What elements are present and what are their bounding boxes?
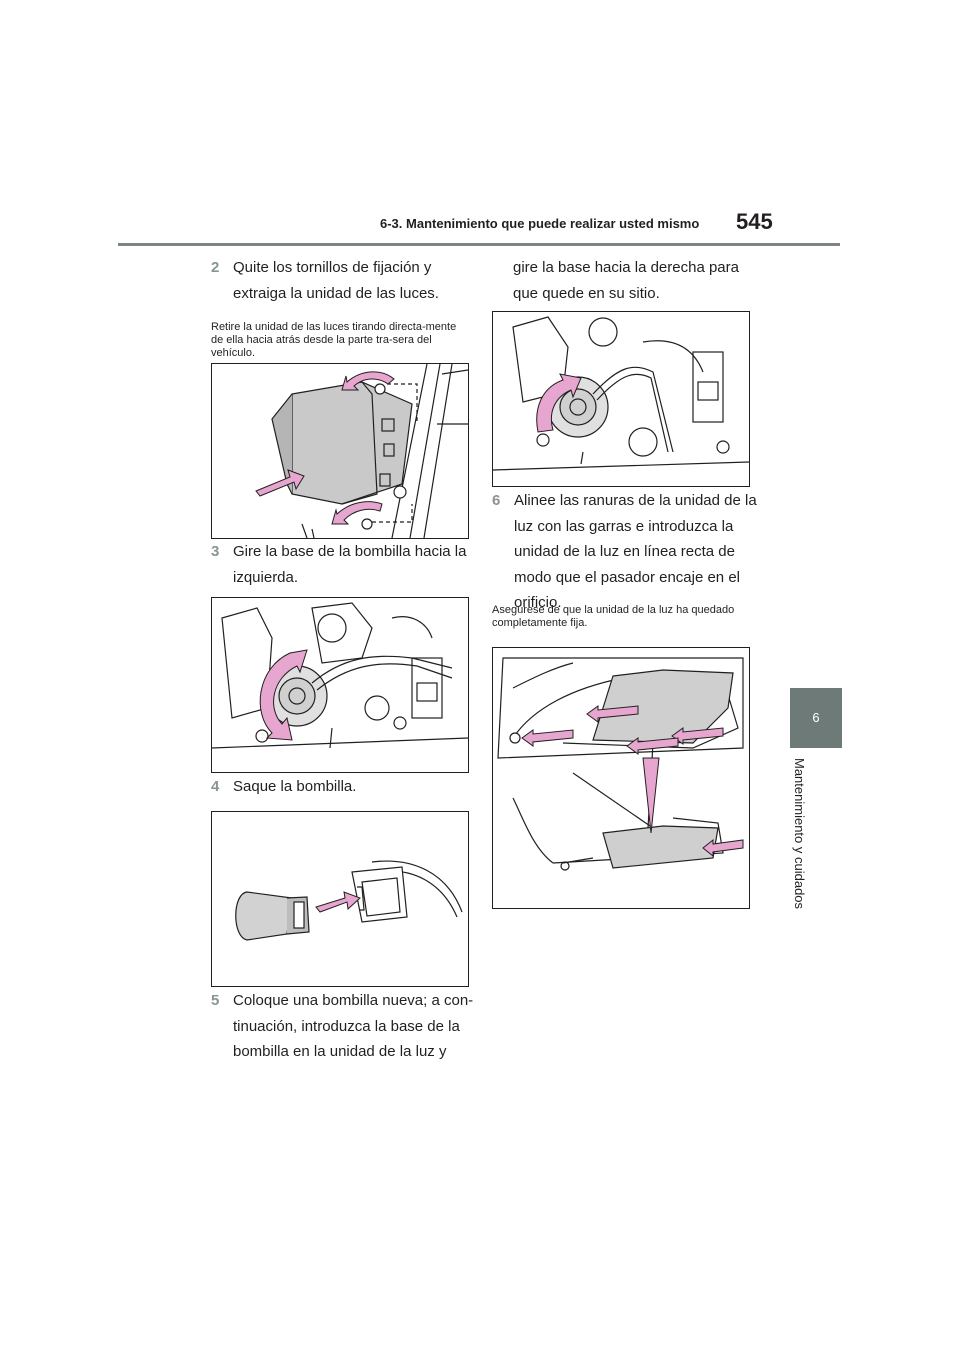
chapter-tab: 6 <box>790 688 842 748</box>
figure-remove-light-unit <box>211 363 469 539</box>
page-number: 545 <box>736 209 773 234</box>
step-number: 2 <box>211 259 220 276</box>
step-6: 6 Alinee las ranuras de la unidad de la … <box>492 488 757 616</box>
step-text: Alinee las ranuras de la unidad de la lu… <box>514 492 757 611</box>
section-title: 6-3. Mantenimiento que puede realizar us… <box>380 216 700 231</box>
chapter-title: Mantenimiento y cuidados <box>792 758 807 910</box>
step-text: Gire la base de la bombilla hacia la izq… <box>233 543 467 586</box>
step-3: 3 Gire la base de la bombilla hacia la i… <box>211 539 471 590</box>
figure-remove-bulb <box>211 811 469 987</box>
step-number: 3 <box>211 543 220 560</box>
step-number: 4 <box>211 778 220 795</box>
step-2-note: Retire la unidad de las luces tirando di… <box>211 321 457 359</box>
chapter-title-vertical: Mantenimiento y cuidados <box>792 758 825 918</box>
figure-install-light-unit <box>492 647 750 909</box>
step-6-note: Asegúrese de que la unidad de la luz ha … <box>492 604 735 629</box>
step-5-continuation: gire la base hacia la derecha para que q… <box>513 259 739 302</box>
header-rule <box>118 243 840 246</box>
step-5: 5 Coloque una bombilla nueva; a con-tinu… <box>211 988 476 1065</box>
step-text: Coloque una bombilla nueva; a con-tinuac… <box>233 992 474 1060</box>
step-number: 5 <box>211 992 220 1009</box>
step-text: Saque la bombilla. <box>233 778 357 795</box>
step-text: Quite los tornillos de fijación y extrai… <box>233 259 439 302</box>
step-4: 4 Saque la bombilla. <box>211 774 471 800</box>
step-2: 2 Quite los tornillos de fijación y extr… <box>211 255 471 306</box>
chapter-number: 6 <box>812 710 820 725</box>
figure-turn-base-left <box>211 597 469 773</box>
figure-turn-base-right <box>492 311 750 487</box>
step-number: 6 <box>492 492 501 509</box>
